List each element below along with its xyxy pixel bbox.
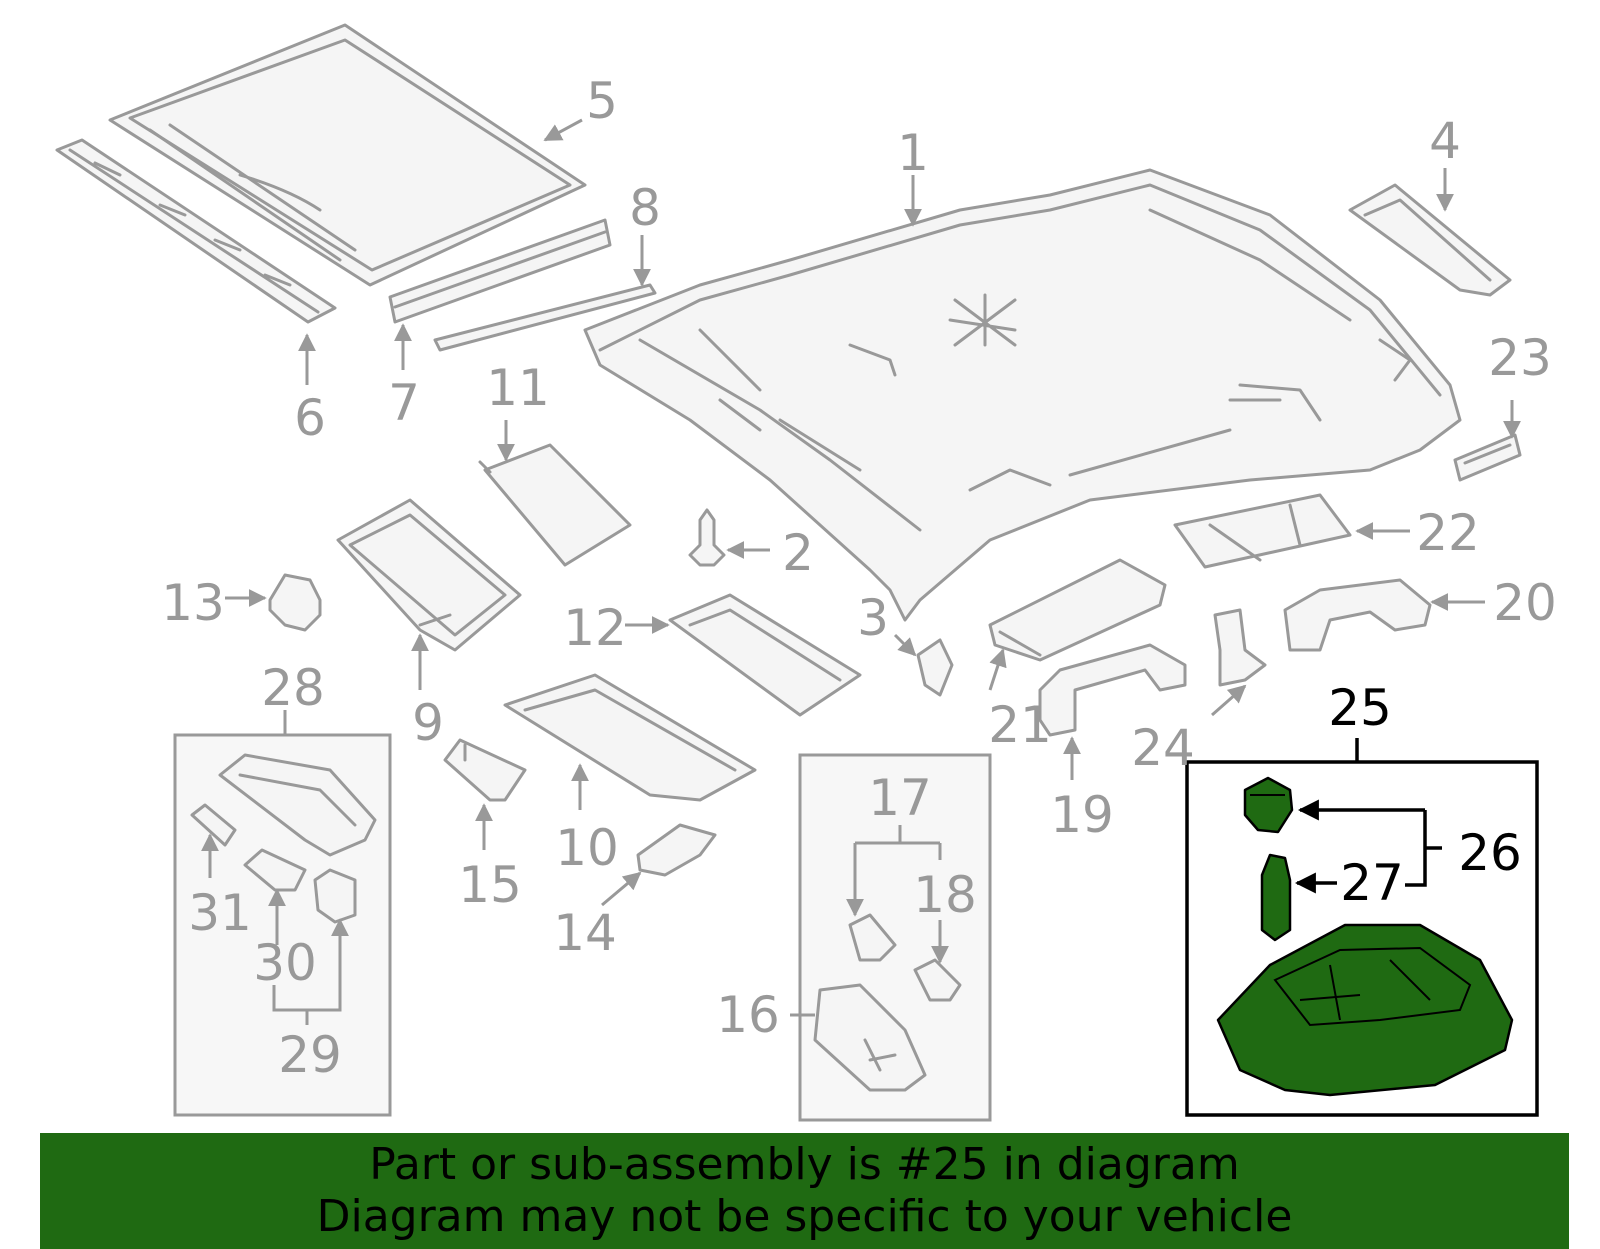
callout-17: 17 xyxy=(868,769,932,827)
callout-13: 13 xyxy=(161,574,225,632)
callout-29: 29 xyxy=(278,1026,342,1084)
part-4-trim-panel[interactable] xyxy=(1348,183,1512,297)
part-8-trim-strip[interactable] xyxy=(433,283,657,352)
group-25-box[interactable] xyxy=(1185,760,1539,1117)
group-16-box xyxy=(798,753,992,1122)
callout-20: 20 xyxy=(1493,574,1557,632)
callout-25: 25 xyxy=(1328,679,1392,737)
callout-1: 1 xyxy=(897,124,929,182)
callout-18: 18 xyxy=(913,866,977,924)
part-3-clip[interactable] xyxy=(916,638,954,697)
callout-7: 7 xyxy=(388,374,420,432)
part-1-headliner[interactable] xyxy=(583,168,1462,622)
callout-16: 16 xyxy=(716,986,780,1044)
callout-22: 22 xyxy=(1416,504,1480,562)
callout-15: 15 xyxy=(458,856,522,914)
callout-27: 27 xyxy=(1340,854,1404,912)
callout-26: 26 xyxy=(1458,824,1522,882)
callout-2: 2 xyxy=(782,524,814,582)
callout-24: 24 xyxy=(1131,719,1195,777)
callout-5: 5 xyxy=(586,72,618,130)
part-21-trim-cover[interactable] xyxy=(988,558,1167,662)
callout-4: 4 xyxy=(1429,112,1461,170)
callout-19: 19 xyxy=(1050,786,1114,844)
callout-31: 31 xyxy=(188,884,252,942)
callout-23: 23 xyxy=(1488,329,1552,387)
part-20-grab-handle[interactable] xyxy=(1283,578,1432,652)
part-10-sun-visor[interactable] xyxy=(503,673,757,802)
callout-9: 9 xyxy=(412,694,444,752)
part-22-trim-piece[interactable] xyxy=(1173,493,1352,569)
part-27-bulb xyxy=(1260,853,1292,942)
part-19-grab-handle[interactable] xyxy=(1038,643,1187,737)
callout-28: 28 xyxy=(261,659,325,717)
callout-8: 8 xyxy=(629,179,661,237)
callout-6: 6 xyxy=(294,389,326,447)
callout-21: 21 xyxy=(988,696,1052,754)
part-24-bracket[interactable] xyxy=(1213,608,1267,687)
part-13-visor-clip[interactable] xyxy=(268,573,322,632)
group-28-box xyxy=(173,733,392,1117)
part-5-sunroof-panel[interactable] xyxy=(108,23,587,287)
part-7-seal-strip[interactable] xyxy=(388,218,612,324)
part-11-mirror-cover[interactable] xyxy=(478,443,632,567)
callout-11: 11 xyxy=(486,359,550,417)
part-14-holder[interactable] xyxy=(636,823,717,877)
info-banner: Part or sub-assembly is #25 in diagram D… xyxy=(40,1133,1569,1249)
part-26-switch xyxy=(1243,776,1294,834)
callout-14: 14 xyxy=(553,904,617,962)
part-25-dome-light xyxy=(1216,923,1514,1097)
part-2-clip[interactable] xyxy=(688,508,726,567)
callout-12: 12 xyxy=(563,599,627,657)
part-15-holder[interactable] xyxy=(443,738,527,802)
callout-10: 10 xyxy=(555,819,619,877)
part-23-clip-cover[interactable] xyxy=(1453,433,1522,482)
leader-lines xyxy=(201,118,1521,1025)
part-9-sun-visor[interactable] xyxy=(336,498,522,652)
banner-line-2: Diagram may not be specific to your vehi… xyxy=(316,1191,1293,1242)
part-12-visor-panel[interactable] xyxy=(668,593,862,717)
banner-line-1: Part or sub-assembly is #25 in diagram xyxy=(369,1139,1240,1190)
callout-30: 30 xyxy=(253,934,317,992)
callout-3: 3 xyxy=(857,589,889,647)
callout-labels: 1 2 3 4 5 6 7 8 9 10 11 12 13 14 15 16 1… xyxy=(161,72,1557,1084)
leader-lines-highlight xyxy=(1294,738,1442,894)
part-6-roof-rail[interactable] xyxy=(55,138,337,324)
